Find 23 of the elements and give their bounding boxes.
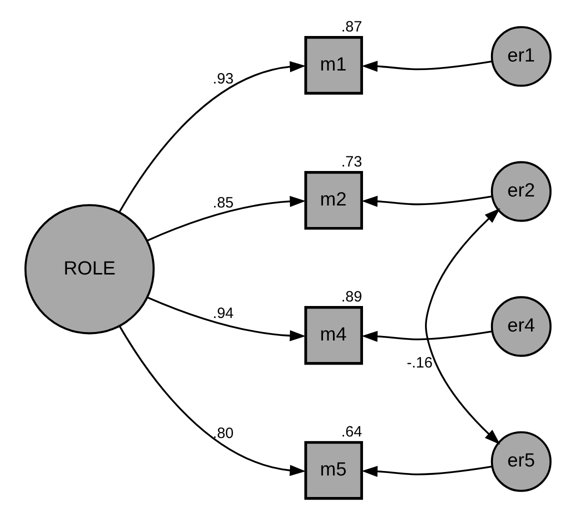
node-circle: er5 bbox=[490, 431, 552, 492]
arrow bbox=[361, 196, 492, 207]
node-circle: er4 bbox=[490, 296, 552, 357]
arrow bbox=[146, 196, 306, 242]
node-label: .89 bbox=[340, 288, 362, 306]
arrow bbox=[361, 330, 492, 342]
node-label: .73 bbox=[340, 154, 362, 171]
edge-label: .85 bbox=[212, 194, 234, 212]
edge-label: .80 bbox=[212, 425, 234, 442]
node-circle: er1 bbox=[490, 26, 552, 87]
arrow bbox=[361, 60, 492, 72]
edge-label: -.16 bbox=[406, 354, 432, 372]
arrow bbox=[118, 61, 306, 213]
edge-label: .94 bbox=[212, 305, 234, 322]
arrow bbox=[118, 326, 306, 476]
arrow bbox=[146, 296, 306, 342]
arrow bbox=[424, 208, 500, 445]
edge-label: .93 bbox=[212, 70, 234, 88]
arrow bbox=[361, 466, 492, 477]
node-circle: ROLE bbox=[24, 204, 154, 334]
node-label: .87 bbox=[340, 18, 362, 36]
node-circle: er2 bbox=[490, 161, 552, 222]
node-label: .64 bbox=[340, 424, 362, 441]
